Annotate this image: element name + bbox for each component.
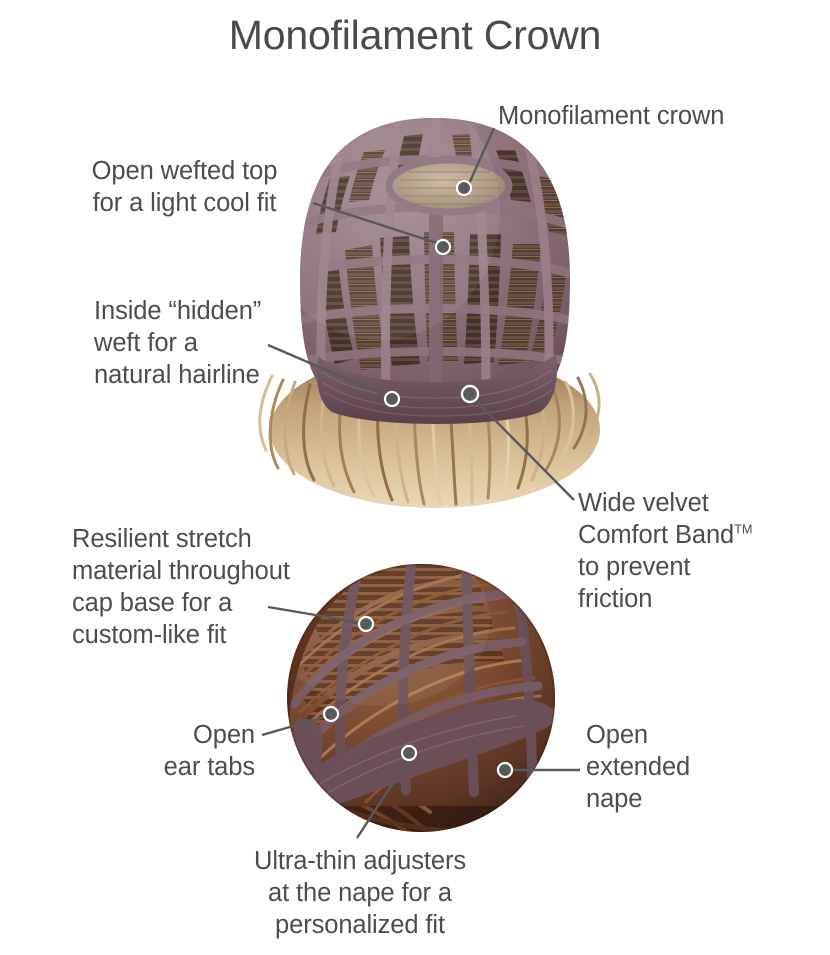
leader-line-ultra-thin xyxy=(355,756,412,839)
marker-dot-open-nape xyxy=(496,761,514,779)
callout-line: Resilient stretch xyxy=(72,525,252,553)
callout-ultra-thin-adjusters: Ultra-thin adjusters at the nape for a p… xyxy=(200,845,520,941)
leader-line-hidden-weft xyxy=(267,343,390,399)
leader-lines xyxy=(261,127,580,839)
leader-dots xyxy=(322,179,514,779)
callout-line: Wide velvet xyxy=(578,489,709,517)
callout-line: Monofilament crown xyxy=(498,102,725,130)
leader-line-mono-crown xyxy=(466,127,496,187)
bottom-wig-cap-closeup xyxy=(287,564,555,832)
callout-line: material throughout xyxy=(72,557,290,585)
callout-line-trademark: Comfort BandTM xyxy=(578,519,753,551)
marker-dot-hidden-weft xyxy=(383,390,401,408)
top-wig-cap-image xyxy=(258,118,601,508)
callout-line: at the nape for a xyxy=(267,879,453,907)
callout-line: ear tabs xyxy=(163,753,255,781)
leader-line-open-wefted xyxy=(312,201,441,246)
callout-line: natural hairline xyxy=(94,361,260,389)
leader-line-resilient xyxy=(267,605,364,625)
callout-line: custom-like fit xyxy=(72,621,227,649)
callout-inside-hidden-weft: Inside “hidden” weft for a natural hairl… xyxy=(94,295,261,391)
callout-line: Inside “hidden” xyxy=(94,297,262,325)
callout-line: personalized fit xyxy=(275,911,445,939)
monofilament-crown-patch xyxy=(385,156,513,216)
callout-open-ear-tabs: Open ear tabs xyxy=(20,719,255,783)
marker-dot-ultra-thin xyxy=(400,744,418,762)
leader-line-comfort-band xyxy=(472,397,575,501)
callout-open-extended-nape: Open extended nape xyxy=(586,719,690,815)
callout-open-wefted-top: Open wefted top for a light cool fit xyxy=(62,155,307,219)
marker-dot-resilient xyxy=(357,615,375,633)
callout-line: Ultra-thin adjusters xyxy=(254,847,466,875)
callout-line: Open xyxy=(193,721,255,749)
marker-dot-mono-crown xyxy=(455,179,473,197)
callout-wide-velvet-comfort-band: Wide velvet Comfort BandTM to prevent fr… xyxy=(578,487,753,615)
marker-dot-open-ear xyxy=(322,705,340,723)
callout-line: nape xyxy=(586,785,643,813)
callout-line: cap base for a xyxy=(72,589,233,617)
leader-line-open-ear xyxy=(261,714,329,737)
callout-line: Open wefted top xyxy=(91,157,278,185)
callout-line: for a light cool fit xyxy=(92,189,277,217)
callout-line: friction xyxy=(578,585,653,613)
page-title: Monofilament Crown xyxy=(228,12,602,58)
callout-line: Open xyxy=(586,721,648,749)
callout-line: to prevent xyxy=(578,553,691,581)
velvet-comfort-band xyxy=(316,354,558,424)
callout-line-text: Comfort Band xyxy=(578,521,735,549)
marker-dot-open-wefted xyxy=(434,238,452,256)
callout-monofilament-crown: Monofilament crown xyxy=(498,100,724,132)
marker-dot-comfort-band xyxy=(460,384,480,404)
callout-line: weft for a xyxy=(94,329,198,357)
trademark-symbol: TM xyxy=(734,521,753,537)
callout-line: extended xyxy=(586,753,691,781)
callout-resilient-stretch-material: Resilient stretch material throughout ca… xyxy=(72,523,290,651)
